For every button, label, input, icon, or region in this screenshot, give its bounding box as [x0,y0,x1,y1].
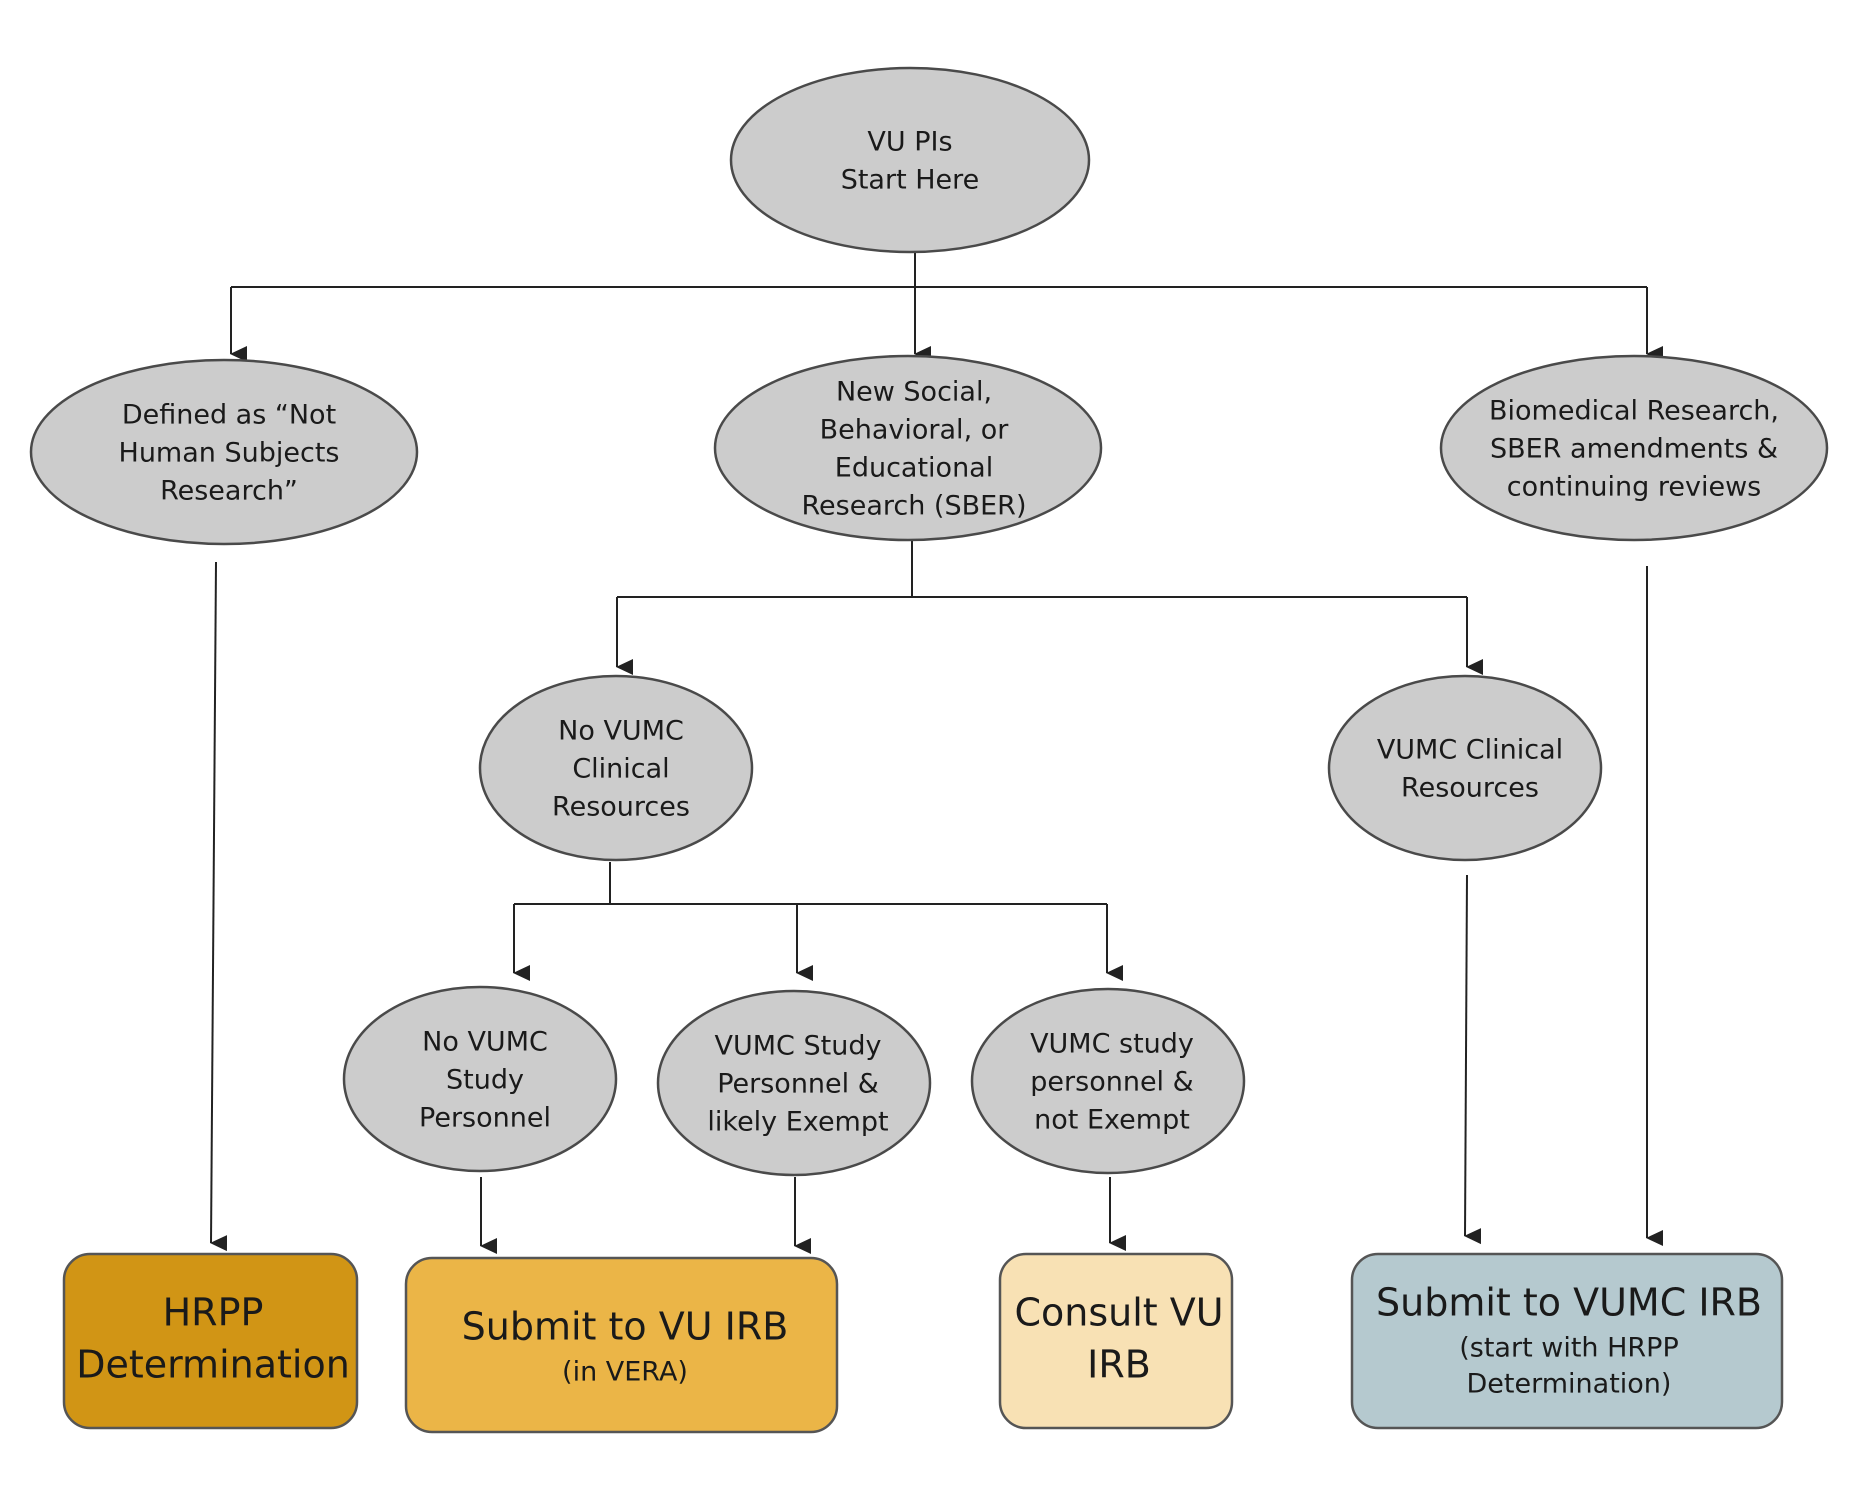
node-label-line: Behavioral, or [820,414,1010,445]
outcome-vu-irb-text: Submit to VU IRB (in VERA) [462,1304,789,1387]
connector-vumc-clinical-to-vumc-irb [1464,874,1482,1245]
node-label-line: No VUMC [558,715,684,746]
outcome-consult-text: Consult VU IRB [1014,1290,1223,1386]
node-label-line: likely Exempt [707,1106,888,1137]
node-label-line: SBER amendments & [1490,433,1778,464]
node-label-line: Resources [552,791,690,822]
outcome-title-line: Consult VU [1014,1290,1223,1334]
outcome-subtitle-line: (start with HRPP [1459,1333,1679,1364]
node-vumc-personnel-not-exempt-text: VUMC study personnel & not Exempt [1030,1028,1194,1135]
outcome-title-line: Submit to VU IRB [462,1304,789,1348]
node-label-line: Start Here [841,164,980,195]
node-label-line: Human Subjects [119,437,340,468]
node-biomedical-research: Biomedical Research, SBER amendments & con… [1439,354,1829,542]
connector-not-human-to-hrpp [210,561,228,1252]
node-label-line: VU PIs [867,126,952,157]
node-label-line: Biomedical Research, [1489,395,1779,426]
outcome-title-line: Submit to VUMC IRB [1376,1280,1762,1324]
outcome-subtitle-line: Determination) [1467,1369,1672,1400]
node-label-line: Resources [1401,772,1539,803]
outcome-title-line: HRPP [163,1290,264,1334]
node-label-line: continuing reviews [1507,471,1761,502]
node-label-line: Research (SBER) [802,490,1027,521]
node-label-line: No VUMC [422,1026,548,1057]
node-label-line: New Social, [836,376,992,407]
node-vumc-personnel-not-exempt: VUMC study personnel & not Exempt [970,987,1246,1175]
node-label-line: Personnel [419,1102,551,1133]
outcome-subtitle-line: (in VERA) [562,1357,688,1388]
outcome-title-line: IRB [1087,1342,1151,1386]
outcome-hrpp-text: HRPP Determination [76,1290,350,1386]
node-biomedical-text: Biomedical Research, SBER amendments & con… [1489,395,1779,502]
node-label-line: Clinical [572,753,669,784]
outcome-submit-vumc-irb: Submit to VUMC IRB (start with HRPP Determ… [1350,1252,1784,1430]
node-label-line: Personnel & [717,1068,879,1099]
outcome-vumc-irb-text: Submit to VUMC IRB (start with HRPP Determ… [1376,1280,1762,1399]
outcome-title-line: Determination [76,1342,350,1386]
node-label-line: Research” [160,475,298,506]
node-label-line: VUMC study [1030,1028,1194,1059]
outcome-submit-vu-irb: Submit to VU IRB (in VERA) [404,1256,839,1434]
node-label-line: Educational [835,452,993,483]
node-label-line: VUMC Clinical [1377,734,1563,765]
node-label-line: personnel & [1030,1066,1193,1097]
node-label-line: Defined as “Not [122,399,336,430]
outcome-hrpp-determination: HRPP Determination [62,1252,359,1430]
outcome-consult-vu-irb: Consult VU IRB [998,1252,1234,1430]
connectors [210,252,1663,1254]
node-label-line: not Exempt [1034,1104,1190,1135]
node-label-line: VUMC Study [715,1030,882,1061]
node-label-line: Study [446,1064,524,1095]
